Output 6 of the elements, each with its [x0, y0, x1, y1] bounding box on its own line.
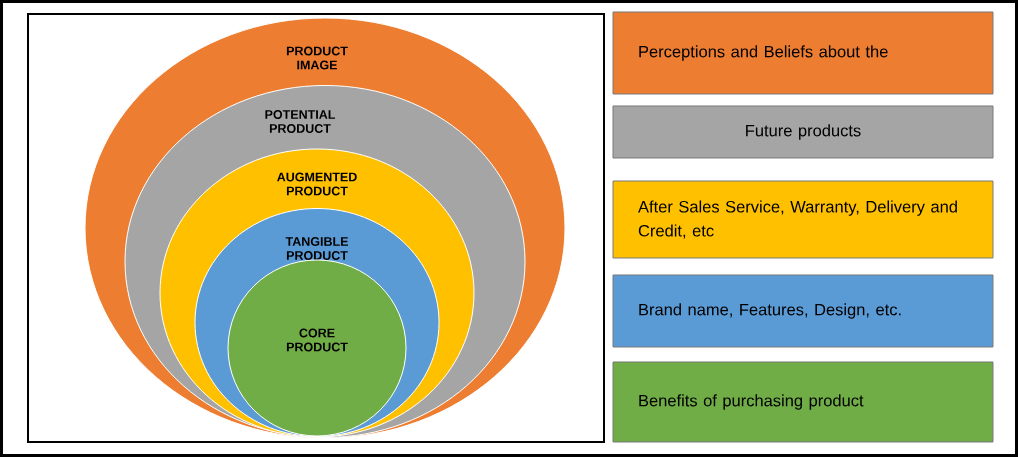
ellipse-band: CORE PRODUCT: [227, 259, 407, 437]
text-box: Brand name, Features, Design, etc.: [612, 274, 994, 348]
text-box: After Sales Service, Warranty, Delivery and Credit, etc: [612, 180, 994, 259]
text-box: Benefits of purchasing product: [612, 361, 994, 443]
text-box: Perceptions and Beliefs about the: [612, 11, 994, 95]
text-box: Future products: [612, 105, 994, 159]
